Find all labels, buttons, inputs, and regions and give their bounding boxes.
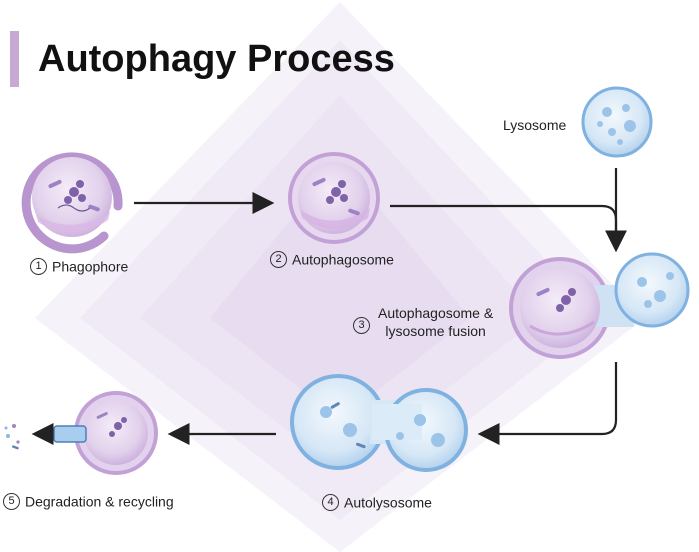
degradation-icon	[4, 391, 158, 475]
step-3-text-line1: Autophagosome &	[378, 305, 494, 321]
step-3-number-wrap: 3	[353, 315, 375, 334]
page-title: Autophagy Process	[38, 38, 395, 80]
phagophore-icon	[21, 152, 123, 254]
step-2-text: Autophagosome	[292, 251, 394, 268]
step-3-label: Autophagosome & lysosome fusion	[378, 304, 493, 340]
step-3-text-line2: lysosome fusion	[385, 323, 486, 339]
step-4-label: 4 Autolysosome	[322, 492, 432, 511]
lysosome-label: Lysosome	[503, 117, 567, 133]
step-2-label: 2 Autophagosome	[270, 249, 394, 268]
step-5-number: 5	[3, 492, 20, 510]
step-3-number: 3	[353, 316, 370, 334]
step-1-text: Phagophore	[52, 258, 129, 275]
title-accent-bar	[10, 31, 19, 87]
arrow-2-to-3	[390, 204, 627, 253]
step-5-label: 5 Degradation & recycling	[3, 491, 174, 510]
step-2-number: 2	[270, 250, 287, 268]
step-1-label: 1 Phagophore	[30, 256, 128, 275]
step-4-number: 4	[322, 493, 339, 511]
autolysosome-icon	[290, 374, 468, 472]
lysosome-icon	[581, 86, 653, 158]
autophagosome-icon	[288, 152, 380, 244]
fusion-icon	[509, 252, 690, 359]
step-4-text: Autolysosome	[344, 494, 432, 511]
arrow-3-to-4	[477, 362, 618, 445]
step-5-text: Degradation & recycling	[25, 493, 174, 510]
step-1-number: 1	[30, 257, 47, 275]
